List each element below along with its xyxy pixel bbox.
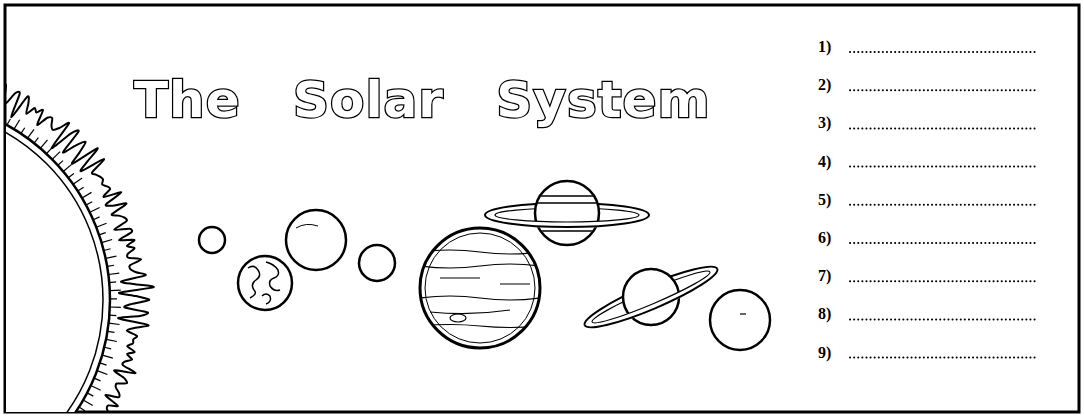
answer-number: 7) xyxy=(818,268,831,284)
neptune xyxy=(710,290,770,350)
sun-corona xyxy=(102,355,113,358)
sun-corona xyxy=(52,152,60,160)
sun-corona xyxy=(108,273,119,274)
sun-corona xyxy=(109,281,116,283)
sun-corona xyxy=(107,265,114,266)
answer-number: 6) xyxy=(818,230,831,246)
answer-number: 4) xyxy=(818,154,831,170)
earth xyxy=(238,256,292,310)
answer-dotted-line xyxy=(850,127,1036,129)
neptune-detail xyxy=(740,313,746,314)
answer-number: 3) xyxy=(818,115,831,131)
sun-corona xyxy=(90,208,100,213)
sun-corona xyxy=(93,217,99,220)
answer-dotted-line xyxy=(850,51,1036,53)
sun-corona xyxy=(14,120,20,129)
venus-detail xyxy=(296,224,318,228)
sun-corona xyxy=(87,393,93,396)
earth-continent xyxy=(266,262,280,291)
sun-corona xyxy=(109,323,120,324)
answer-number: 1) xyxy=(818,39,831,55)
saturn-body xyxy=(535,181,599,245)
answer-dotted-line xyxy=(850,357,1036,359)
answer-number: 8) xyxy=(818,306,831,322)
sun-corona xyxy=(104,347,111,349)
sun-corona xyxy=(58,161,63,166)
sun-corona xyxy=(104,249,111,251)
sun-corona xyxy=(73,178,82,184)
venus xyxy=(286,210,346,270)
worksheet-title: The Solar System xyxy=(134,75,711,125)
worksheet-border xyxy=(5,5,1079,412)
jupiter xyxy=(420,228,540,348)
sun-corona xyxy=(46,149,51,154)
answer-dotted-line xyxy=(850,280,1036,282)
earth-continent xyxy=(262,294,271,304)
sun-flames xyxy=(6,74,154,412)
mars xyxy=(359,245,395,281)
answer-dotted-line xyxy=(850,204,1036,206)
answer-number: 2) xyxy=(818,77,831,93)
answer-dotted-line xyxy=(850,242,1036,244)
uranus-ring-front xyxy=(585,269,722,336)
sun-corona xyxy=(34,138,38,143)
sun-corona xyxy=(100,363,107,365)
sun-corona xyxy=(28,129,34,138)
sun-corona xyxy=(94,378,100,381)
sun-corona xyxy=(108,331,115,332)
sun-corona xyxy=(110,306,121,308)
sun-corona xyxy=(102,239,113,242)
answer-dotted-line xyxy=(850,166,1036,168)
sun-corona xyxy=(110,298,117,299)
sun-corona xyxy=(78,187,84,191)
sun-corona xyxy=(106,256,117,258)
sun-corona xyxy=(68,174,74,178)
sun-corona xyxy=(83,400,93,406)
sun-corona xyxy=(109,315,116,317)
sun-corona xyxy=(63,164,71,171)
sun xyxy=(6,74,154,412)
answer-dotted-line xyxy=(850,89,1036,91)
sun-corona xyxy=(86,202,92,205)
uranus-ring-back xyxy=(580,258,717,325)
sun-corona xyxy=(97,371,107,375)
jupiter-bands xyxy=(420,250,540,328)
sun-corona xyxy=(82,192,91,198)
earth-continent xyxy=(248,266,260,298)
sun-corona xyxy=(91,386,101,391)
sun-corona xyxy=(96,223,106,227)
sun-limb xyxy=(6,100,110,412)
answer-lines xyxy=(850,52,1036,358)
sun-corona xyxy=(79,407,85,411)
sun-corona xyxy=(106,339,117,341)
answer-number: 5) xyxy=(818,192,831,208)
mercury xyxy=(199,227,225,253)
answer-dotted-line xyxy=(850,318,1036,320)
sun-corona xyxy=(110,290,121,292)
saturn-ring-front xyxy=(485,215,649,227)
sun-corona xyxy=(99,233,106,235)
sun-corona xyxy=(7,119,10,125)
sun-corona xyxy=(40,140,47,148)
sun-corona xyxy=(21,128,25,134)
answer-number: 9) xyxy=(818,345,831,361)
